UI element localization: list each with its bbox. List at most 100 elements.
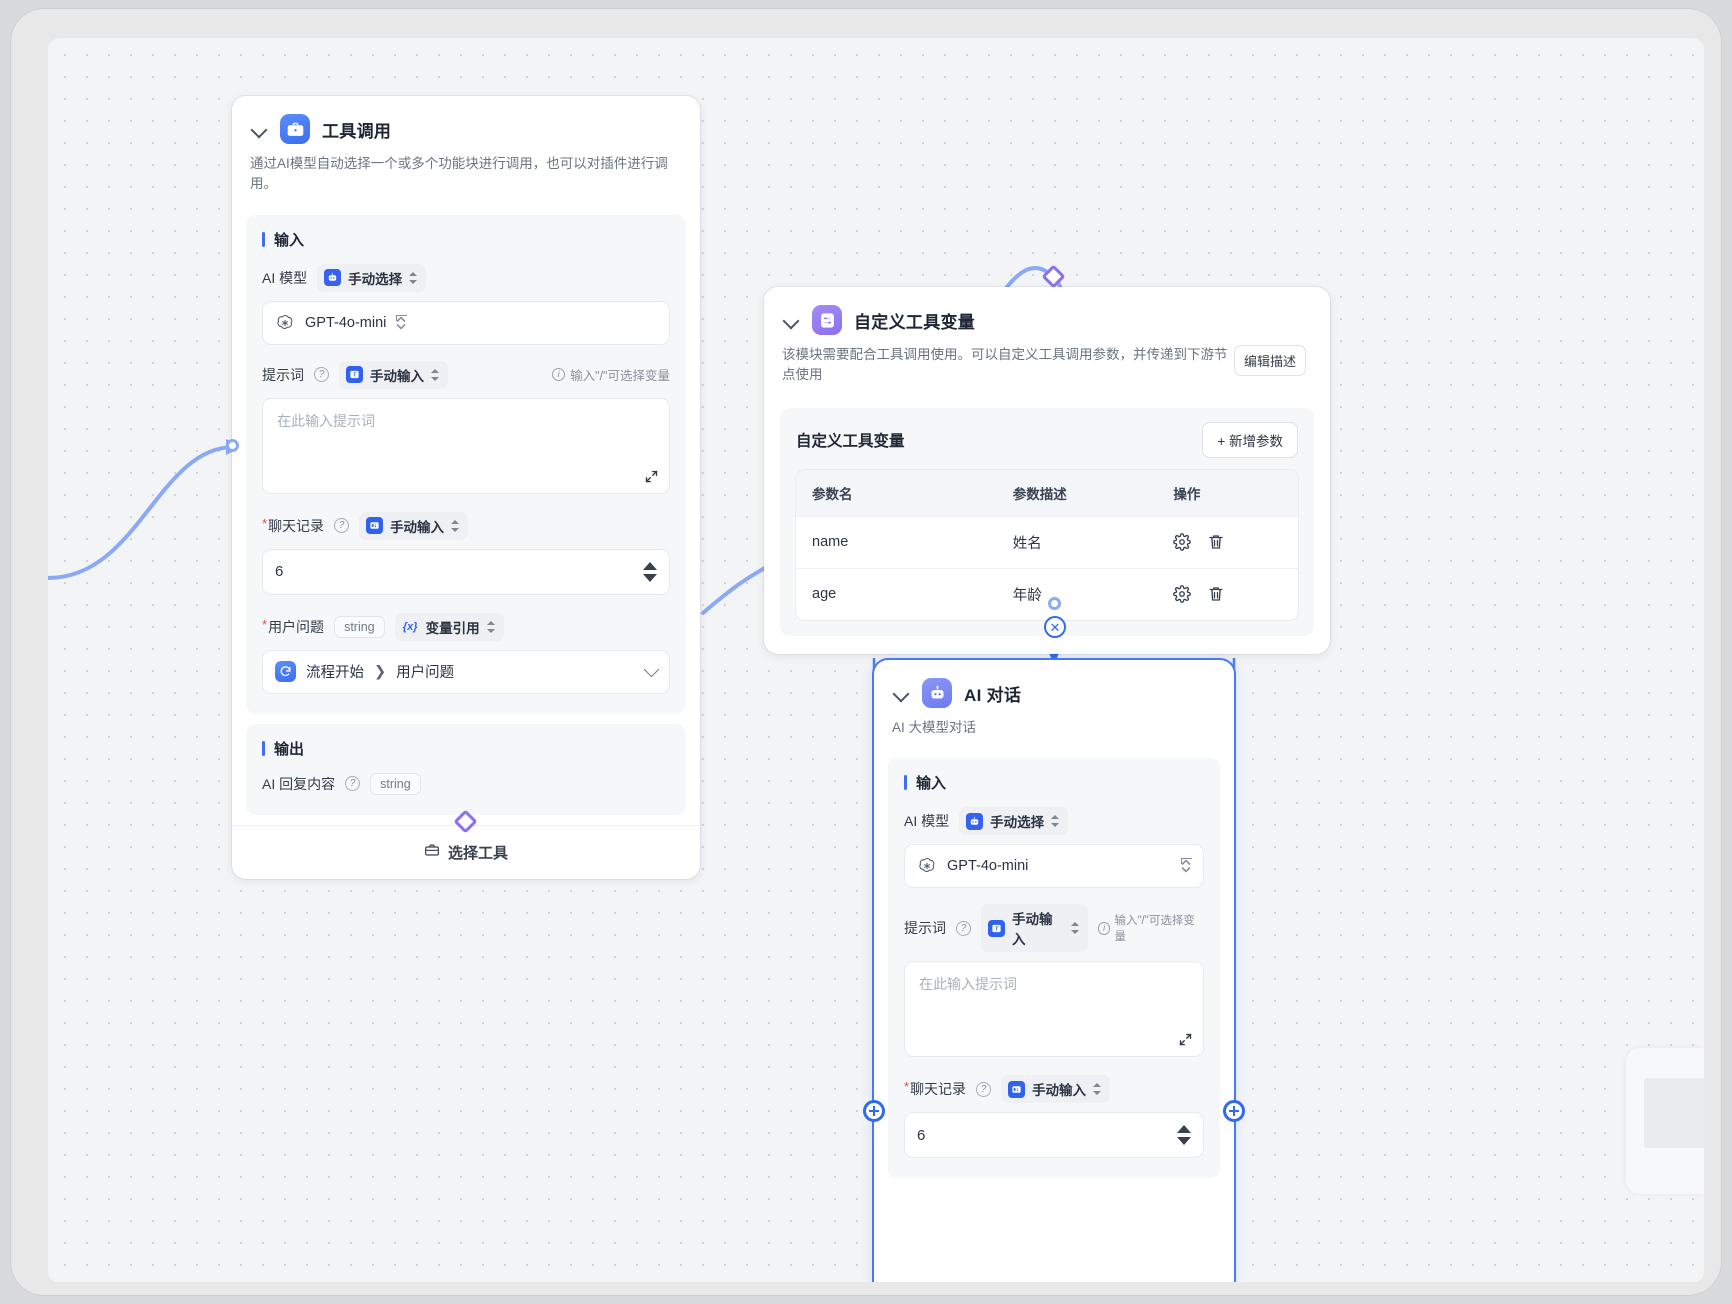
chevron-updown-icon: [1051, 814, 1060, 828]
question-variable-ref[interactable]: 流程开始 ❯ 用户问题: [262, 649, 670, 694]
gear-icon[interactable]: [1173, 585, 1192, 603]
question-label: 用户问题: [262, 617, 324, 637]
info-icon: i: [1097, 921, 1111, 935]
trash-icon[interactable]: [1207, 533, 1225, 551]
question-mode-select[interactable]: {x} 变量引用: [394, 612, 504, 641]
help-icon[interactable]: ?: [976, 1081, 992, 1097]
stepper-arrows[interactable]: [643, 561, 657, 582]
model-mode-label: 手动选择: [348, 271, 403, 287]
model-mode-select[interactable]: 手动选择: [959, 807, 1069, 836]
edge-delete-button[interactable]: ✕: [1044, 616, 1066, 638]
breadcrumb-chevron-icon: ❯: [374, 663, 387, 680]
collapse-chevron-icon[interactable]: [782, 311, 800, 329]
prompt-field-row: 提示词 ? T 手动输入 i 输入"/"可选择变量: [262, 360, 670, 389]
col-param-desc: 参数描述: [996, 469, 1158, 516]
tool-call-header: 工具调用 通过AI模型自动选择一个或多个功能块进行调用，也可以对插件进行调用。: [232, 96, 700, 205]
table-row[interactable]: name 姓名: [796, 515, 1298, 568]
history-stepper[interactable]: 6: [262, 548, 670, 595]
stepper-up-icon[interactable]: [643, 561, 657, 570]
chevron-updown-icon[interactable]: [396, 314, 408, 331]
node-tool-call[interactable]: 工具调用 通过AI模型自动选择一个或多个功能块进行调用，也可以对插件进行调用。 …: [232, 96, 700, 879]
device-frame: 工具调用 通过AI模型自动选择一个或多个功能块进行调用，也可以对插件进行调用。 …: [10, 8, 1722, 1296]
stepper-down-icon[interactable]: [1177, 1137, 1191, 1146]
model-select-input[interactable]: GPT-4o-mini: [904, 844, 1204, 889]
tool-call-input-port[interactable]: [226, 439, 239, 452]
custom-tool-vars-top-port[interactable]: [1041, 264, 1066, 289]
custom-variables-card: 自定义工具变量 + 新增参数 参数名 参数描述 操作: [780, 407, 1314, 636]
custom-tool-vars-output-port[interactable]: [1048, 597, 1061, 610]
node-description: 该模块需要配合工具调用使用。可以自定义工具调用参数，并传递到下游节点使用: [782, 347, 1228, 383]
stepper-arrows[interactable]: [1177, 1125, 1191, 1146]
model-value: GPT-4o-mini: [947, 858, 1029, 875]
stepper-up-icon[interactable]: [1177, 1125, 1191, 1134]
prompt-mode-label: 手动输入: [1012, 912, 1053, 948]
trash-icon[interactable]: [1207, 585, 1225, 603]
stepper-down-icon[interactable]: [643, 573, 657, 582]
expand-icon[interactable]: [1178, 1032, 1193, 1047]
help-icon[interactable]: ?: [345, 776, 361, 791]
history-mode-select[interactable]: 手动输入: [359, 511, 469, 540]
node-title: AI 对话: [964, 685, 1022, 705]
collapse-chevron-icon[interactable]: [892, 684, 910, 702]
chevron-updown-icon: [1070, 921, 1080, 935]
select-tool-label: 选择工具: [447, 844, 508, 862]
col-param-name: 参数名: [796, 469, 997, 516]
gear-icon[interactable]: [1173, 533, 1192, 551]
input-label: 输入: [274, 231, 305, 249]
text-input-icon: T: [988, 919, 1005, 937]
collapse-chevron-icon[interactable]: [250, 120, 268, 138]
node-title: 工具调用: [322, 121, 392, 141]
section-accent-bar: [262, 231, 265, 247]
prompt-textarea[interactable]: 在此输入提示词: [262, 397, 670, 494]
openai-icon: [275, 313, 295, 333]
chevron-updown-icon[interactable]: [1181, 858, 1192, 874]
ai-chat-left-add-port[interactable]: [863, 1100, 885, 1122]
node-custom-tool-vars[interactable]: 自定义工具变量 该模块需要配合工具调用使用。可以自定义工具调用参数，并传递到下游…: [764, 287, 1330, 654]
param-desc: 年龄: [996, 567, 1158, 620]
expand-icon[interactable]: [644, 469, 659, 484]
chevron-updown-icon: [486, 620, 496, 634]
flow-start-icon: [275, 661, 296, 682]
variable-icon: {x}: [402, 620, 418, 633]
help-icon[interactable]: ?: [956, 920, 971, 936]
help-icon[interactable]: ?: [314, 367, 329, 382]
table-row[interactable]: age 年龄: [796, 567, 1298, 620]
history-mode-select[interactable]: 手动输入: [1001, 1075, 1111, 1104]
toolbox-icon: [280, 114, 310, 144]
node-ai-chat[interactable]: AI 对话 AI 大模型对话 输入 AI 模型: [874, 660, 1234, 1282]
model-mode-select[interactable]: 手动选择: [317, 263, 427, 292]
tool-call-output-panel: 输出 AI 回复内容 ? string: [246, 723, 686, 815]
chevron-updown-icon: [409, 271, 418, 285]
prompt-label: 提示词: [262, 366, 304, 383]
chevron-down-icon[interactable]: [643, 661, 660, 678]
history-value: 6: [275, 563, 284, 580]
output-section-title: 输出: [262, 738, 670, 759]
ai-chat-input-panel: 输入 AI 模型 手动选择: [888, 758, 1220, 1179]
prompt-textarea[interactable]: 在此输入提示词: [904, 961, 1204, 1058]
bot-icon: [324, 269, 342, 286]
history-stepper[interactable]: 6: [904, 1112, 1204, 1159]
prompt-hint: i 输入"/"可选择变量: [1097, 912, 1204, 944]
question-ref-source: 流程开始: [306, 665, 364, 681]
model-select-input[interactable]: GPT-4o-mini: [262, 300, 670, 345]
help-icon[interactable]: ?: [334, 518, 350, 533]
right-side-panel[interactable]: [1626, 1048, 1704, 1194]
chevron-updown-icon: [1093, 1082, 1102, 1096]
question-ref-field: 用户问题: [396, 665, 455, 681]
prompt-mode-select[interactable]: T 手动输入: [339, 360, 448, 389]
history-field-row: 聊天记录 ? 手动输入: [262, 511, 670, 540]
add-param-button[interactable]: + 新增参数: [1202, 421, 1298, 458]
edit-description-button[interactable]: 编辑描述: [1233, 345, 1306, 376]
ai-chat-right-add-port[interactable]: [1223, 1100, 1245, 1122]
prompt-mode-label: 手动输入: [370, 368, 424, 384]
history-mode-label: 手动输入: [390, 519, 445, 535]
prompt-mode-select[interactable]: T 手动输入: [981, 904, 1088, 953]
edge-delete-label: ✕: [1049, 619, 1061, 635]
svg-text:T: T: [353, 372, 357, 378]
workflow-canvas[interactable]: 工具调用 通过AI模型自动选择一个或多个功能块进行调用，也可以对插件进行调用。 …: [48, 38, 1704, 1282]
ai-chat-header: AI 对话 AI 大模型对话: [874, 660, 1234, 748]
param-name: name: [796, 515, 997, 568]
custom-tool-vars-header: 自定义工具变量 该模块需要配合工具调用使用。可以自定义工具调用参数，并传递到下游…: [764, 287, 1330, 396]
model-mode-label: 手动选择: [990, 815, 1045, 831]
